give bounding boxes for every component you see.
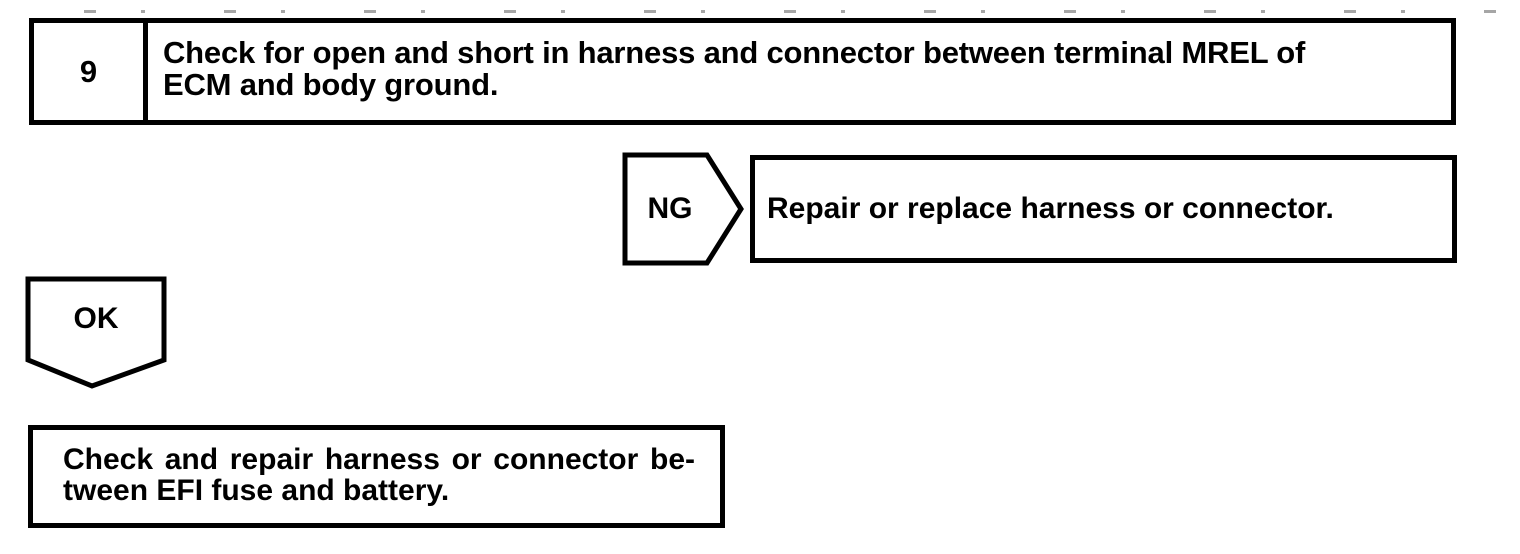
ok-action-box: Check and repair harness or connector be… [28,425,725,528]
ok-action-line-2: tween EFI fuse and battery. [63,474,450,507]
ok-connector-shape [25,276,167,389]
step-instruction-line-1: Check for open and short in harness and … [163,35,1306,70]
scan-artifact [84,10,1514,13]
step-number: 9 [34,23,148,120]
ng-action-text: Repair or replace harness or connector. [767,192,1334,225]
step-instruction-line-2: ECM and body ground. [163,67,499,102]
ng-connector-label: NG [647,192,693,225]
step-instruction: Check for open and short in harness and … [148,23,1451,120]
ng-action-box: Repair or replace harness or connector. [750,155,1457,263]
ok-connector-label: OK [73,302,119,335]
ok-action-line-1: Check and repair harness or connector be… [63,443,695,476]
ng-connector-shape [622,152,744,266]
step-box: 9 Check for open and short in harness an… [29,18,1456,125]
